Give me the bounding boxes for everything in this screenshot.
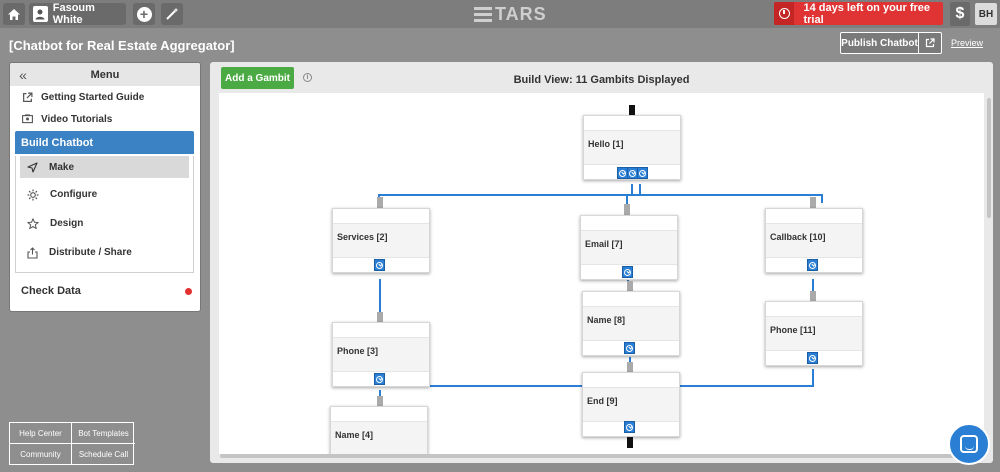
output-port-icon[interactable] xyxy=(807,352,818,364)
build-item-configure[interactable]: Configure xyxy=(16,180,193,209)
output-port-icon[interactable] xyxy=(624,342,635,354)
gambit-title: Name [4] xyxy=(335,430,374,440)
video-icon xyxy=(22,114,33,124)
input-port xyxy=(627,362,633,375)
footer-links: Help Center Bot Templates Community Sche… xyxy=(9,422,135,465)
plus-icon: + xyxy=(136,6,152,22)
input-port xyxy=(810,197,816,210)
chat-support-button[interactable] xyxy=(948,423,990,465)
bot-templates-link[interactable]: Bot Templates xyxy=(72,423,135,444)
home-icon xyxy=(8,8,20,20)
top-bar: Fasoum White + TARS 14 days left on your… xyxy=(0,0,1000,28)
input-port xyxy=(377,312,383,325)
end-port xyxy=(627,437,633,448)
build-item-label: Configure xyxy=(50,189,98,200)
magic-wand-button[interactable] xyxy=(161,3,183,25)
gambit-title: End [9] xyxy=(587,396,618,406)
horizontal-scrollbar[interactable] xyxy=(220,454,975,458)
gambit-title: Name [8] xyxy=(587,315,626,325)
community-link[interactable]: Community xyxy=(10,444,72,465)
trial-banner[interactable]: 14 days left on your free trial xyxy=(774,1,943,26)
video-tutorials-link[interactable]: Video Tutorials xyxy=(10,108,200,130)
account-avatar-button[interactable]: BH xyxy=(975,3,997,25)
user-avatar-icon xyxy=(33,6,48,22)
publish-chatbot-button[interactable]: Publish Chatbot xyxy=(840,32,942,54)
build-item-make[interactable]: Make xyxy=(20,156,189,178)
help-center-link[interactable]: Help Center xyxy=(10,423,72,444)
trial-text: 14 days left on your free trial xyxy=(803,1,931,26)
gambit-title: Services [2] xyxy=(337,232,388,242)
add-gambit-button[interactable]: Add a Gambit xyxy=(221,67,294,89)
output-port-icon[interactable] xyxy=(374,373,385,385)
project-title: [Chatbot for Real Estate Aggregator] xyxy=(9,38,235,53)
build-item-label: Design xyxy=(50,218,84,229)
input-port xyxy=(810,291,816,304)
logo-text: TARS xyxy=(495,3,547,24)
check-data-label: Check Data xyxy=(21,285,81,297)
share-icon xyxy=(27,246,38,259)
logo-mark-icon xyxy=(474,6,492,22)
check-data-link[interactable]: Check Data xyxy=(10,280,200,302)
build-chatbot-section: Make Configure Design Distribute / Share xyxy=(15,156,194,273)
chat-bubble-icon xyxy=(960,435,978,453)
user-menu-button[interactable]: Fasoum White xyxy=(29,2,126,26)
publish-label: Publish Chatbot xyxy=(841,33,919,53)
output-port-icon[interactable] xyxy=(637,167,648,179)
input-port xyxy=(624,204,630,217)
tars-logo: TARS xyxy=(474,4,547,24)
info-icon[interactable]: i xyxy=(303,73,312,82)
gambit-node[interactable]: End [9] xyxy=(582,372,680,437)
output-port-icon[interactable] xyxy=(622,266,633,278)
send-arrow-icon xyxy=(27,161,38,173)
star-icon xyxy=(27,217,39,229)
input-port xyxy=(627,281,633,294)
gambit-title: Phone [11] xyxy=(770,325,816,335)
video-tutorials-label: Video Tutorials xyxy=(41,113,113,125)
build-item-distribute[interactable]: Distribute / Share xyxy=(16,238,193,267)
build-view-title: Build View: 11 Gambits Displayed xyxy=(513,74,690,86)
build-item-label: Make xyxy=(49,161,75,173)
create-chatbot-button[interactable]: + xyxy=(133,3,155,25)
output-port-icon[interactable] xyxy=(374,259,385,271)
output-port-icon[interactable] xyxy=(624,421,635,433)
build-item-design[interactable]: Design xyxy=(16,209,193,238)
magic-wand-icon xyxy=(166,7,179,20)
input-port xyxy=(377,396,383,409)
external-link-icon xyxy=(919,33,941,53)
input-port xyxy=(377,197,383,210)
preview-link[interactable]: Preview xyxy=(951,38,984,48)
output-port-icon[interactable] xyxy=(807,259,818,271)
gambit-title: Callback [10] xyxy=(770,232,826,242)
notification-dot xyxy=(185,288,192,295)
gambit-title: Email [7] xyxy=(585,239,623,249)
menu-header: « Menu xyxy=(10,63,200,86)
gambit-title: Phone [3] xyxy=(337,346,379,356)
gambit-title: Hello [1] xyxy=(588,139,624,149)
billing-button[interactable]: $ xyxy=(950,2,970,26)
home-button[interactable] xyxy=(3,3,25,25)
gambit-node[interactable]: Name [4] xyxy=(330,406,428,454)
collapse-menu-icon[interactable]: « xyxy=(19,66,27,83)
menu-title: Menu xyxy=(90,68,120,81)
external-link-icon xyxy=(23,91,33,102)
gambit-canvas[interactable]: Hello [1] Services [2] Email [7] Callbac… xyxy=(219,93,984,454)
build-view-panel: Add a Gambit i Build View: 11 Gambits Di… xyxy=(210,62,993,463)
getting-started-label: Getting Started Guide xyxy=(41,91,145,103)
build-item-label: Distribute / Share xyxy=(49,247,132,258)
schedule-call-link[interactable]: Schedule Call xyxy=(78,450,129,459)
sidebar-menu: « Menu Getting Started Guide Video Tutor… xyxy=(9,62,201,312)
vertical-scrollbar[interactable] xyxy=(987,98,991,218)
start-port xyxy=(629,105,635,116)
user-name: Fasoum White xyxy=(52,2,95,26)
gear-icon xyxy=(27,189,39,200)
getting-started-link[interactable]: Getting Started Guide xyxy=(10,86,200,108)
build-chatbot-header[interactable]: Build Chatbot xyxy=(15,131,194,154)
clock-icon xyxy=(774,2,795,25)
